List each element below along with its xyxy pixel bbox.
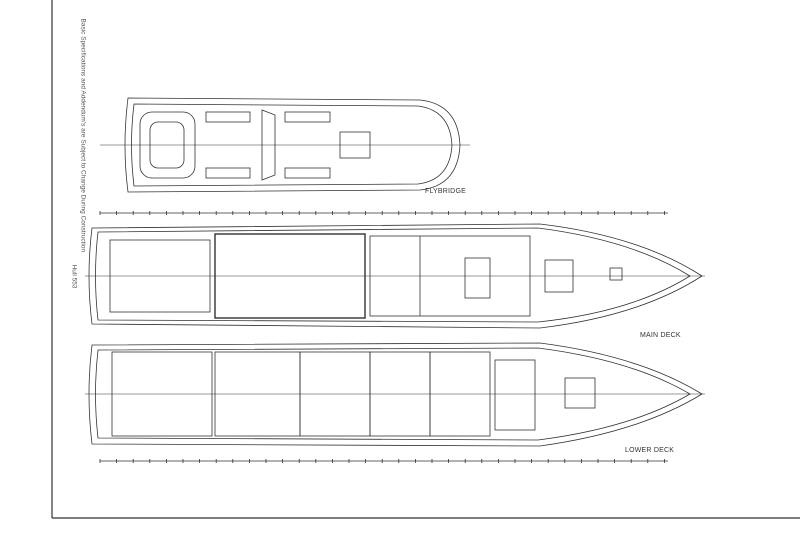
disclaimer-text: Basic Specifications and Addendum's are …	[79, 18, 87, 253]
flybridge-plan	[100, 97, 470, 193]
hull-number: Hull 553	[70, 264, 78, 289]
scale-ruler-upper	[99, 211, 668, 215]
flybridge-label: FLYBRIDGE	[425, 188, 466, 195]
main-deck-plan	[85, 223, 705, 329]
scale-ruler-lower	[99, 459, 668, 463]
main-deck-label: MAIN DECK	[640, 332, 681, 339]
lower-deck-label: LOWER DECK	[625, 447, 675, 454]
lower-deck-plan	[85, 342, 705, 447]
